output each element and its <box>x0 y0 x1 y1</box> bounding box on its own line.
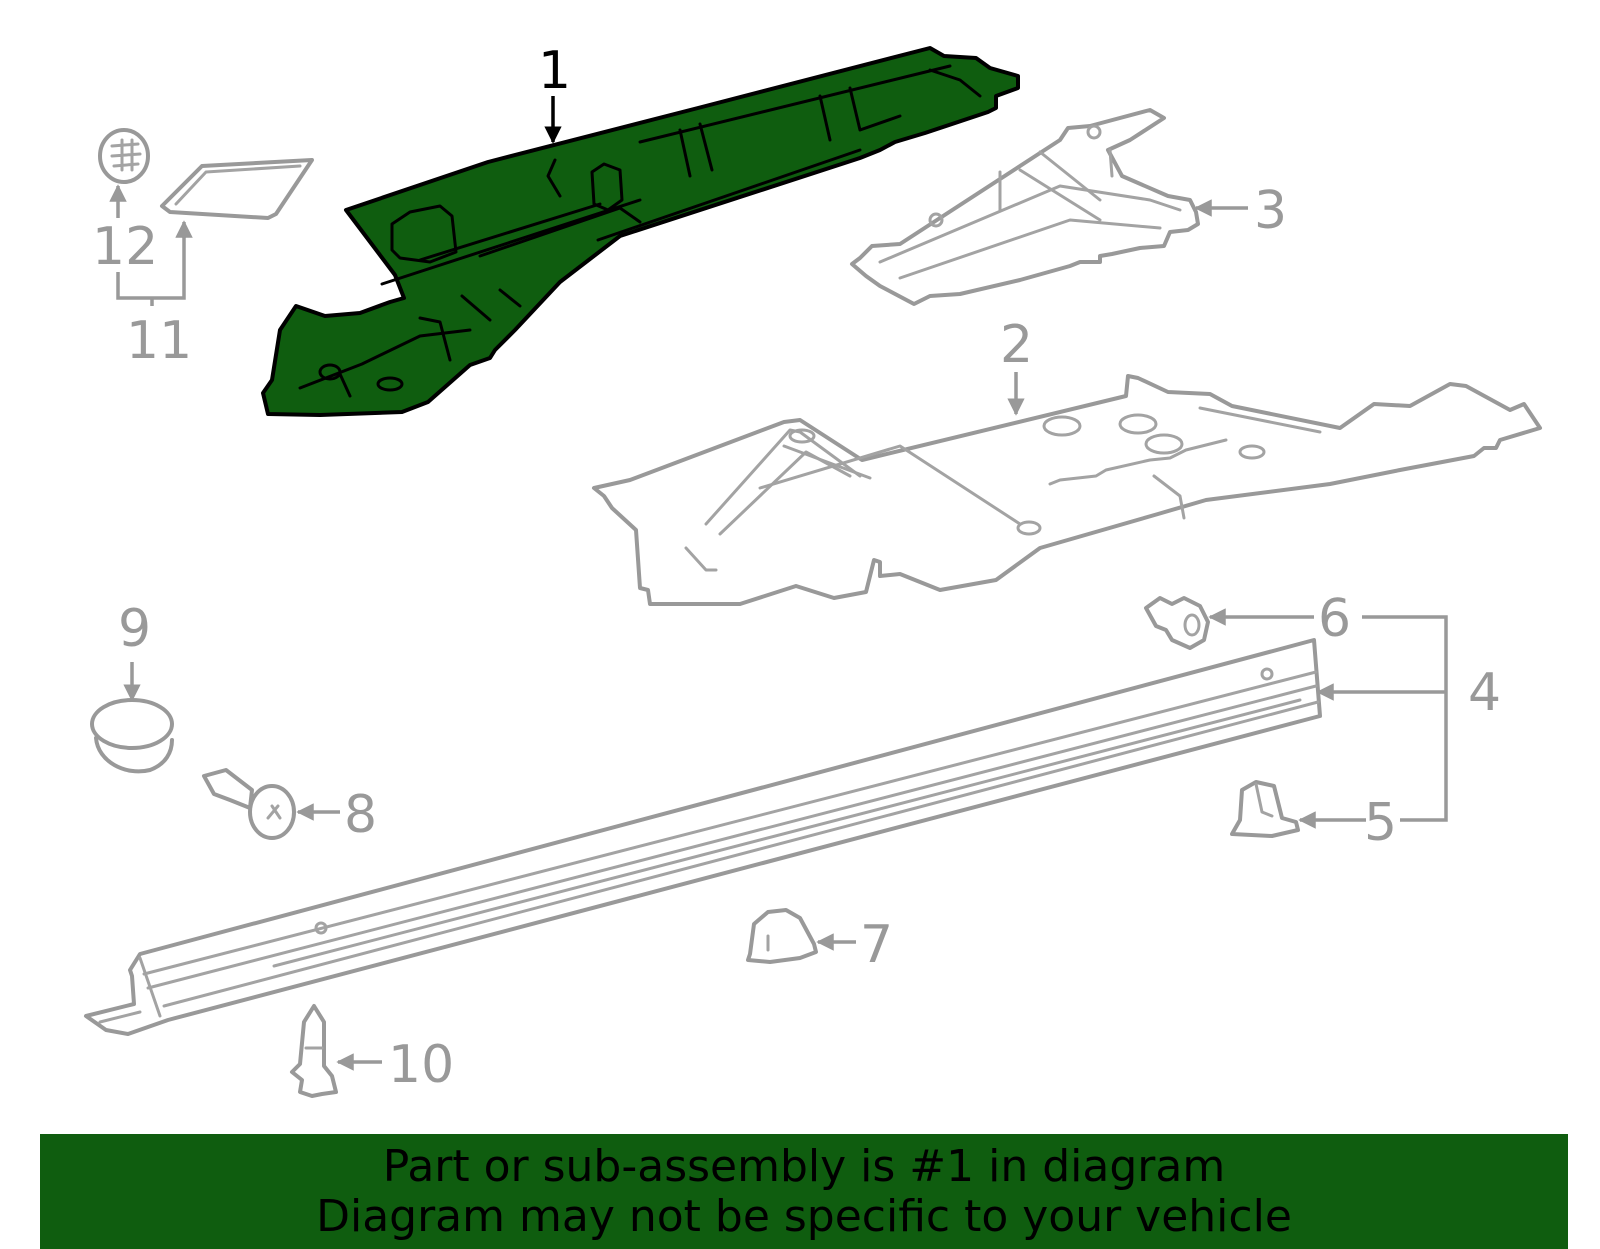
part-6-outline <box>1144 596 1210 650</box>
part-3[interactable] <box>850 108 1200 306</box>
callout-3[interactable]: 3 <box>1254 181 1287 241</box>
part-8-head <box>248 784 296 840</box>
callout-12[interactable]: 12 <box>92 217 158 277</box>
part-9-top <box>90 698 174 750</box>
part-11[interactable] <box>160 158 314 220</box>
info-banner: Part or sub-assembly is #1 in diagram Di… <box>40 1134 1568 1249</box>
callout-9[interactable]: 9 <box>118 599 151 659</box>
callout-11[interactable]: 11 <box>126 311 192 371</box>
part-11-outline <box>160 158 314 220</box>
part-12[interactable] <box>98 128 150 184</box>
part-1-body <box>261 46 1020 417</box>
part-3-detail-lines <box>878 124 1182 280</box>
part-1-highlighted[interactable] <box>261 46 1020 417</box>
callout-6[interactable]: 6 <box>1318 589 1351 649</box>
part-9[interactable] <box>90 698 174 774</box>
part-2-outline <box>592 374 1542 606</box>
callout-5[interactable]: 5 <box>1364 793 1397 853</box>
leader-lines <box>109 96 1448 1071</box>
callout-1[interactable]: 1 <box>538 41 571 101</box>
part-2[interactable] <box>592 374 1542 606</box>
banner-line-2: Diagram may not be specific to your vehi… <box>316 1191 1292 1242</box>
callout-7[interactable]: 7 <box>860 915 893 975</box>
part-8-shank <box>202 768 254 810</box>
part-2-detail-lines <box>684 406 1322 572</box>
part-1-detail-lines <box>298 64 982 398</box>
callout-4[interactable]: 4 <box>1468 663 1501 723</box>
part-3-outline <box>850 108 1200 306</box>
part-5[interactable] <box>1230 780 1300 838</box>
part-9-side <box>94 736 174 774</box>
part-10-outline <box>290 1004 338 1098</box>
part-12-outline <box>98 128 150 184</box>
part-7[interactable] <box>746 908 818 964</box>
callout-10[interactable]: 10 <box>388 1035 454 1095</box>
callouts: 1 2 3 4 5 6 7 8 9 10 11 12 <box>92 41 1501 1095</box>
callout-8[interactable]: 8 <box>344 785 377 845</box>
part-5-outline <box>1230 780 1300 838</box>
banner-line-1: Part or sub-assembly is #1 in diagram <box>382 1141 1226 1192</box>
part-6-hole <box>1183 613 1201 637</box>
callout-2[interactable]: 2 <box>1000 315 1033 375</box>
part-4-detail-lines <box>98 667 1320 1024</box>
part-10[interactable] <box>290 1004 338 1098</box>
part-7-outline <box>746 908 818 964</box>
part-8[interactable] <box>202 768 296 840</box>
part-6[interactable] <box>1144 596 1210 650</box>
